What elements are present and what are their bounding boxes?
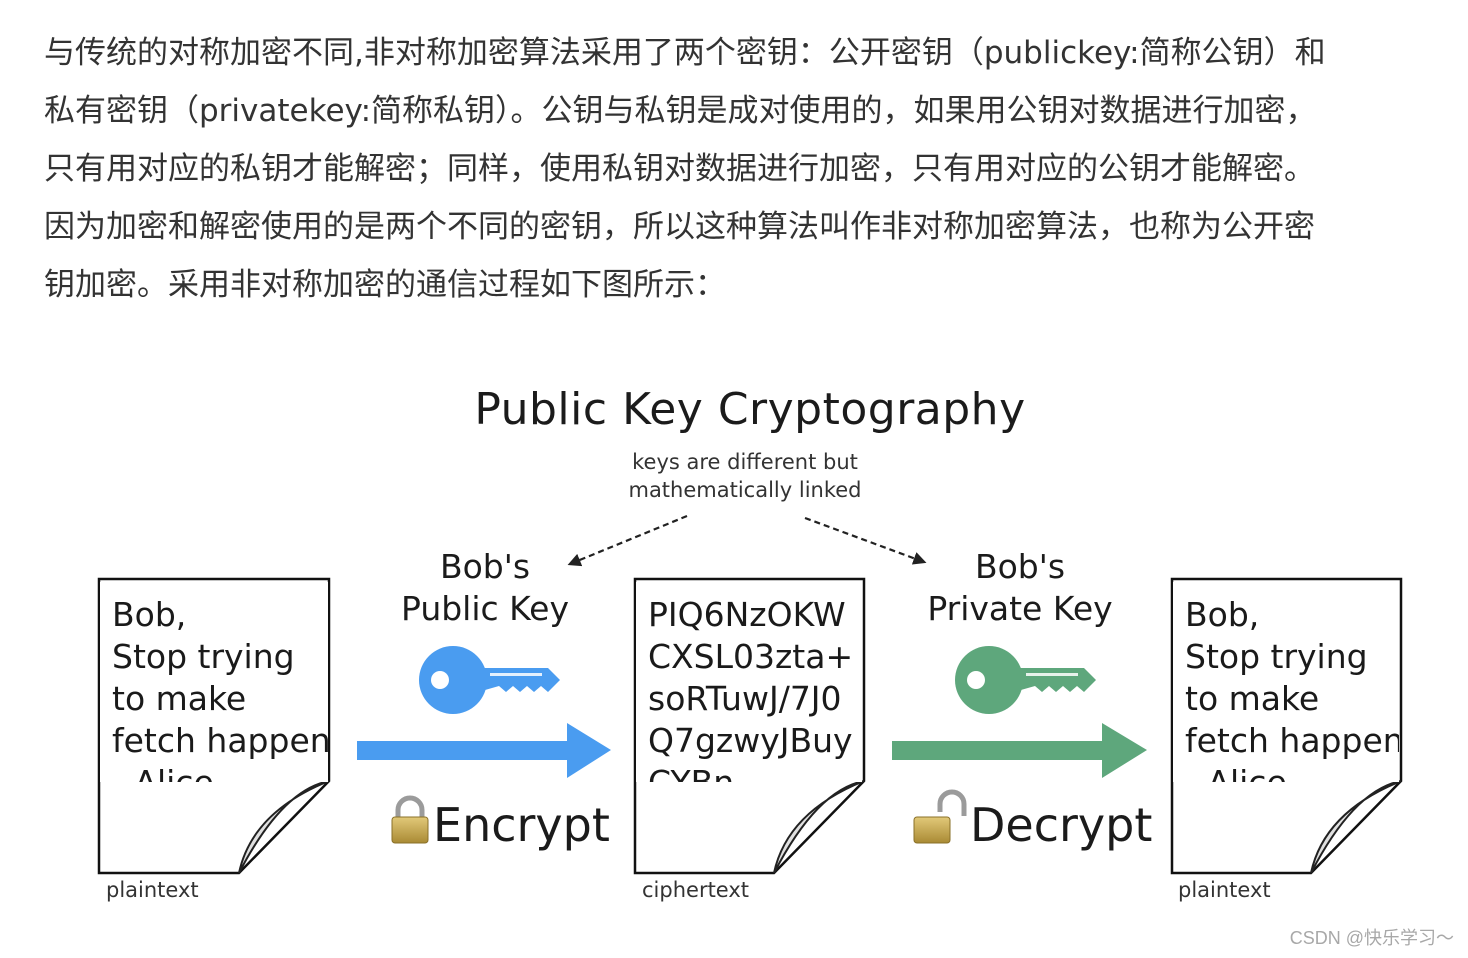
keys-note-line: keys are different but xyxy=(632,450,858,474)
keys-note: keys are different but mathematically li… xyxy=(570,448,920,504)
message-line: - Alice xyxy=(112,762,328,782)
intro-paragraph: 与传统的对称加密不同,非对称加密算法采用了两个密钥：公开密钥（publickey… xyxy=(44,24,1444,314)
cipher-line: soRTuwJ/7J0 xyxy=(648,679,842,718)
plaintext-label-right: plaintext xyxy=(1178,878,1271,902)
cipher-line: Q7gzwyJBuy xyxy=(648,721,853,760)
message-line: Stop trying xyxy=(112,637,295,676)
plaintext-message-left: Bob, Stop trying to make fetch happen. -… xyxy=(100,582,328,782)
message-line: Bob, xyxy=(112,595,187,634)
cipher-line: CXSL03zta+ xyxy=(648,637,854,676)
public-key-label-owner: Bob's xyxy=(439,547,531,586)
diagram-title: Public Key Cryptography xyxy=(474,384,1026,435)
encrypt-arrow xyxy=(357,723,611,778)
public-key-label-name: Public Key xyxy=(401,589,569,628)
ciphertext-label: ciphertext xyxy=(642,878,750,902)
plaintext-message-right: Bob, Stop trying to make fetch happen. -… xyxy=(1173,582,1399,782)
message-line: Bob, xyxy=(1185,595,1260,634)
decrypt-arrow xyxy=(892,723,1147,778)
csdn-watermark: CSDN @快乐学习～ xyxy=(1289,928,1454,948)
message-line: fetch happen. xyxy=(1185,721,1399,760)
ciphertext-message: PIQ6NzOKW CXSL03zta+ soRTuwJ/7J0 Q7gzwyJ… xyxy=(636,582,862,782)
public-key-icon xyxy=(419,646,560,714)
private-key-icon xyxy=(955,646,1096,714)
private-key-label-owner: Bob's xyxy=(974,547,1066,586)
locked-padlock-icon xyxy=(391,795,429,844)
dashed-pointer-public xyxy=(567,514,688,567)
message-line: to make xyxy=(1185,679,1320,718)
intro-line: 与传统的对称加密不同,非对称加密算法采用了两个密钥：公开密钥（publickey… xyxy=(44,35,1326,71)
intro-line: 钥加密。采用非对称加密的通信过程如下图所示： xyxy=(44,267,726,303)
unlocked-padlock-icon xyxy=(913,789,967,844)
private-key-label: Bob's Private Key xyxy=(910,546,1130,630)
cipher-line: CYBn xyxy=(648,762,862,782)
message-line: - Alice xyxy=(1185,762,1399,782)
plaintext-label-left: plaintext xyxy=(106,878,199,902)
dashed-pointer-private xyxy=(804,516,927,565)
intro-line: 因为加密和解密使用的是两个不同的密钥，所以这种算法叫作非对称加密算法，也称为公开… xyxy=(44,209,1315,245)
keys-note-line: mathematically linked xyxy=(628,478,862,502)
public-key-label: Bob's Public Key xyxy=(385,546,585,630)
message-line: fetch happen. xyxy=(112,721,328,760)
cipher-line: PIQ6NzOKW xyxy=(648,595,846,634)
message-line: to make xyxy=(112,679,247,718)
message-line: Stop trying xyxy=(1185,637,1368,676)
intro-line: 只有用对应的私钥才能解密；同样，使用私钥对数据进行加密，只有用对应的公钥才能解密… xyxy=(44,151,1315,187)
private-key-label-name: Private Key xyxy=(927,589,1113,628)
encrypt-label: Encrypt xyxy=(433,798,610,852)
intro-line: 私有密钥（privatekey:简称私钥）。公钥与私钥是成对使用的，如果用公钥对… xyxy=(44,93,1317,129)
decrypt-label: Decrypt xyxy=(970,798,1153,852)
